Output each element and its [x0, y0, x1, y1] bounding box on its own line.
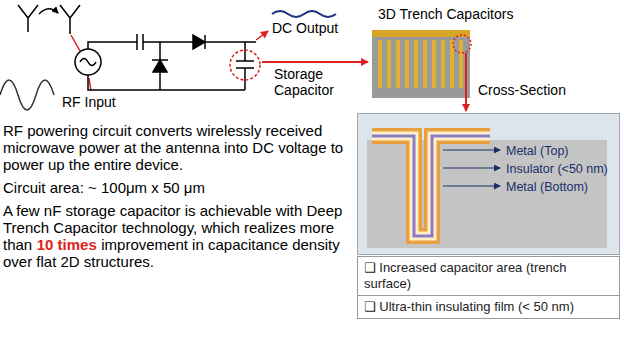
- red-arrow: [262, 61, 368, 63]
- highlight-circle: [230, 50, 260, 80]
- antenna-symbol: [18, 5, 80, 34]
- description-paragraph: A few nF storage capacitor is achievable…: [3, 202, 348, 270]
- highlight-circle: [453, 35, 471, 53]
- view-label: Cross-Section: [478, 82, 566, 98]
- highlight-text: 10 times: [37, 236, 97, 253]
- layer-label: Metal (Top): [506, 143, 569, 159]
- cross-section-panel: Metal (Top) Insulator (<50 nm) Metal (Bott…: [357, 113, 620, 255]
- dc-wave: [272, 11, 336, 17]
- rf-wave: [0, 80, 54, 110]
- feature-box: ❑ Ultra-thin insulating film (< 50 nm): [357, 295, 620, 319]
- trench-capacitor-picture: [372, 30, 470, 98]
- part-label: Storage Capacitor: [274, 66, 364, 98]
- picture-title: 3D Trench Capacitors: [378, 6, 513, 22]
- rectifier-circuit: [75, 34, 256, 90]
- cross-section-picture: [357, 113, 620, 255]
- description-text: Circuit area: ~ 100μm x 50 μm: [3, 179, 348, 196]
- layer-label: Metal (Bottom): [506, 179, 588, 195]
- description-text: RF powering circuit converts wirelessly …: [3, 122, 348, 173]
- leader-line: [443, 150, 500, 186]
- red-arrow: [465, 53, 467, 111]
- feature-text: ❑ Ultra-thin insulating film (< 50 nm): [364, 299, 613, 315]
- red-pointer: [71, 35, 80, 51]
- feature-text: ❑ Increased capacitor area (trench surfa…: [364, 260, 613, 292]
- layer-label: Insulator (<50 nm): [506, 161, 608, 177]
- red-arrow: [256, 31, 268, 40]
- input-label: RF Input: [62, 94, 116, 110]
- feature-box: ❑ Increased capacitor area (trench surfa…: [357, 256, 620, 296]
- output-label: DC Output: [272, 20, 338, 36]
- red-pointer: [89, 78, 91, 91]
